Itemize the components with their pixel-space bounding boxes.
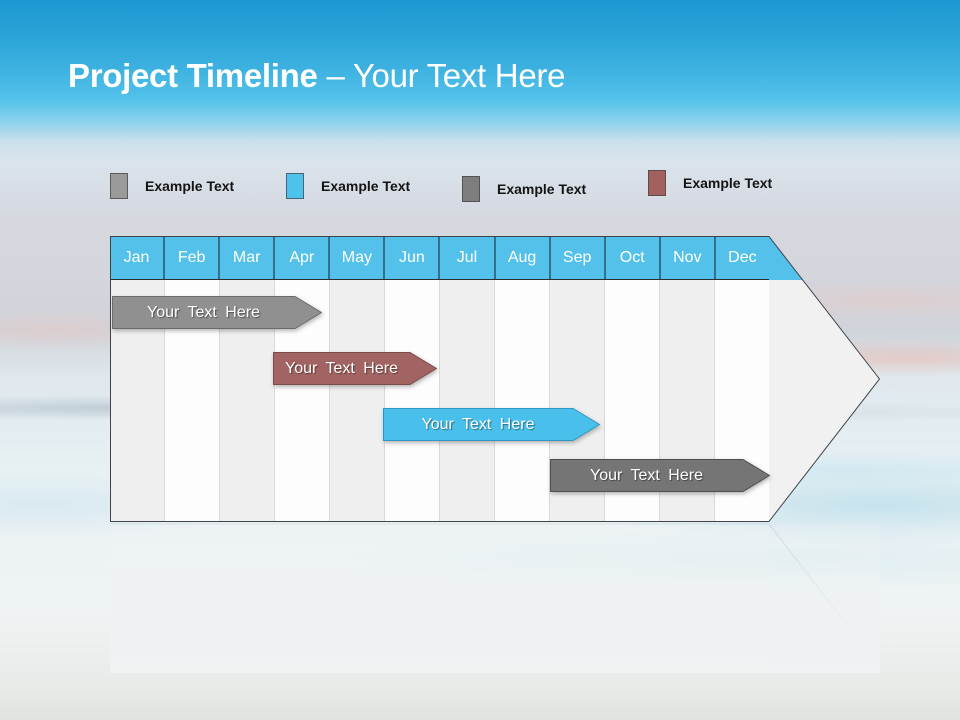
grid-column [330, 280, 385, 522]
grid-column [495, 280, 550, 522]
bar-arrow-shape [550, 459, 770, 492]
month-cell: Aug [496, 236, 551, 279]
arrow-tip [769, 236, 880, 522]
legend-swatch-dark-gray [462, 176, 480, 202]
month-cell: Feb [165, 236, 221, 279]
month-cell: Dec [728, 248, 757, 266]
bar-shape [112, 296, 322, 329]
reflection-outline [110, 523, 881, 720]
bar-shape [550, 459, 770, 492]
legend-label: Example Text [145, 178, 235, 194]
legend-swatch-gray [110, 173, 128, 199]
timeline-bar-3: Your Text Here [383, 408, 600, 441]
legend-label: Example Text [497, 181, 587, 197]
timeline-bar-1: Your Text Here [112, 296, 322, 329]
month-cell: Mar [220, 236, 276, 279]
title-rest: – Your Text Here [326, 57, 566, 94]
bar-arrow-shape [112, 296, 322, 329]
timeline-bar-2: Your Text Here [273, 352, 437, 385]
legend-item: Example Text [648, 170, 772, 196]
month-cell: Jan [110, 236, 166, 279]
legend-item: Example Text [110, 173, 234, 199]
reflection-body [110, 524, 769, 673]
bar-label: Your Text Here [590, 466, 703, 484]
month-cell: Sep [551, 236, 606, 279]
title-bold: Project Timeline [68, 57, 318, 94]
month-cell: Jun [385, 236, 441, 279]
legend-swatch-blue [286, 173, 304, 199]
month-cell: Jul [440, 236, 496, 279]
legend-item: Example Text [462, 176, 586, 202]
month-header-row: Jan Feb Mar Apr May Jun Jul Aug Sep Oct … [110, 236, 769, 280]
legend-item: Example Text [286, 173, 410, 199]
bar-label: Your Text Here [421, 415, 535, 433]
reflection-path [110, 523, 881, 720]
grid-column [440, 280, 495, 522]
grid-column [385, 280, 440, 522]
table-reflection [110, 523, 881, 720]
bar-shape [383, 408, 600, 441]
arrow-tip-header-wedge [769, 236, 803, 280]
month-cell: Nov [661, 236, 716, 279]
legend-label: Example Text [683, 175, 773, 191]
legend-label: Example Text [321, 178, 411, 194]
legend-swatch-red [648, 170, 666, 196]
month-cell: Apr [275, 236, 331, 279]
timeline-bar-4: Your Text Here [550, 459, 770, 492]
month-cell: Oct [606, 236, 661, 279]
bar-arrow-shape [273, 352, 437, 385]
bar-arrow-shape [383, 408, 600, 441]
bar-shape [273, 352, 437, 385]
bar-label: Your Text Here [147, 303, 260, 321]
month-cell: May [330, 236, 386, 279]
bar-label: Your Text Here [285, 359, 398, 377]
page-title: Project Timeline– Your Text Here [68, 57, 566, 94]
